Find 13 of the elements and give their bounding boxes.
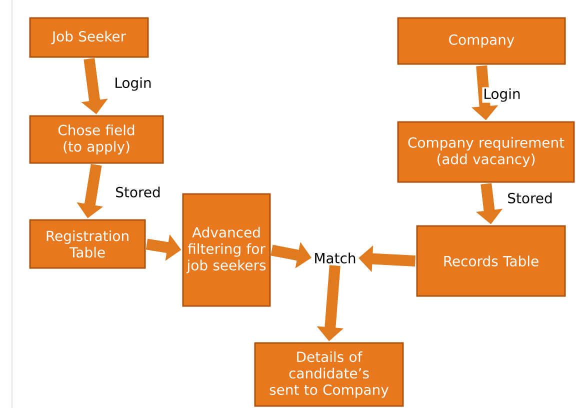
process-box: Details of candidate’s sent to Company	[254, 342, 404, 407]
edge-label: Stored	[114, 186, 162, 198]
process-box: Company	[397, 17, 566, 65]
process-box: Job Seeker	[29, 17, 149, 58]
edge-label: Login	[113, 76, 153, 92]
match-label: Match	[315, 252, 356, 264]
process-box: Records Table	[416, 225, 566, 297]
process-box: Registration Table	[29, 219, 146, 269]
edge-label: Login	[482, 87, 522, 103]
process-box: Advanced filtering for job seekers	[182, 193, 271, 307]
process-box: Chose field (to apply)	[29, 115, 164, 164]
process-box: Company requirement (add vacancy)	[397, 121, 575, 183]
edge-label: Stored	[506, 192, 554, 204]
